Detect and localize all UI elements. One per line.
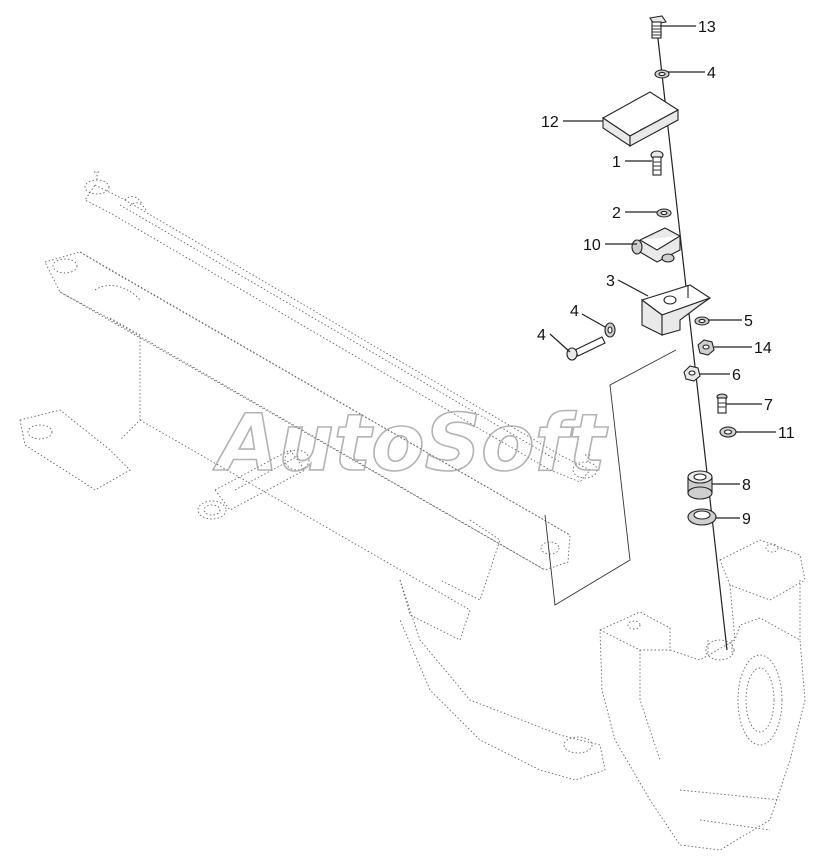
callout-4-right: 5 [744,313,753,330]
callout-5: 4 [537,327,546,344]
callout-4-left: 4 [570,303,579,320]
bolt-13 [649,15,667,39]
callout-14: 14 [754,340,772,357]
nut-6 [683,365,701,382]
callout-4-top: 4 [707,65,716,82]
washer-4-right [694,316,710,326]
callout-2: 2 [612,205,621,222]
washer-2 [656,208,672,218]
seal-9 [687,508,717,526]
washer-11 [719,426,737,438]
axle-frame-assembly [19,171,806,851]
screw-1 [650,150,664,176]
screw-7 [716,393,728,414]
watermark-text: AutoSoft [212,399,608,489]
callout-labels: 13 4 12 1 2 10 3 4 4 5 14 6 7 11 8 9 [537,19,795,528]
washer-4-top [654,69,670,79]
leader-lines [549,25,776,519]
sensor-10 [631,227,681,263]
bolt-5 [566,336,606,361]
callout-7: 7 [764,397,773,414]
callout-8: 8 [742,477,751,494]
assembly-axis [544,29,728,651]
washer-4-left [604,322,616,338]
callout-9: 9 [742,511,751,528]
callout-10: 10 [583,237,601,254]
callout-13: 13 [698,19,716,36]
cover-12 [601,91,680,148]
callout-12: 12 [541,114,559,131]
bushing-8 [687,470,713,500]
callout-11: 11 [778,425,795,442]
callout-1: 1 [612,154,621,171]
callout-6: 6 [732,367,741,384]
nut-14 [697,339,715,356]
callout-3: 3 [606,273,615,290]
bracket-3 [640,284,712,336]
